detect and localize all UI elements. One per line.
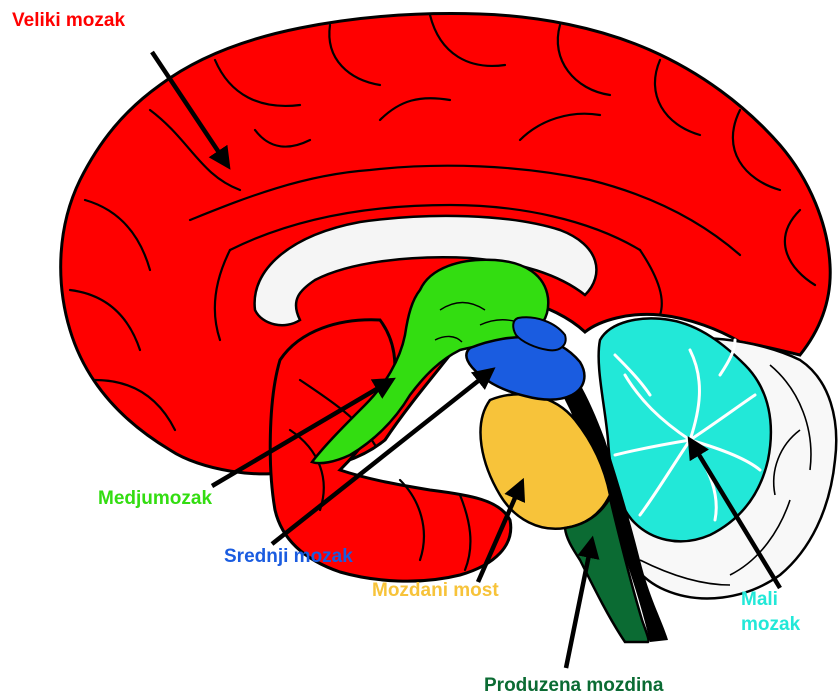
label-cerebellum-line2: mozak [741,613,800,638]
midbrain-region [466,337,584,400]
label-medulla: Produzena mozdina [484,675,663,697]
label-diencephalon: Medjumozak [98,488,212,510]
label-cerebellum-line1: Mali [741,588,800,613]
label-cerebrum: Veliki mozak [12,10,125,32]
label-pons: Mozdani most [372,580,499,602]
label-cerebellum: Mali mozak [741,588,800,637]
label-midbrain: Srednji mozak [224,546,353,568]
